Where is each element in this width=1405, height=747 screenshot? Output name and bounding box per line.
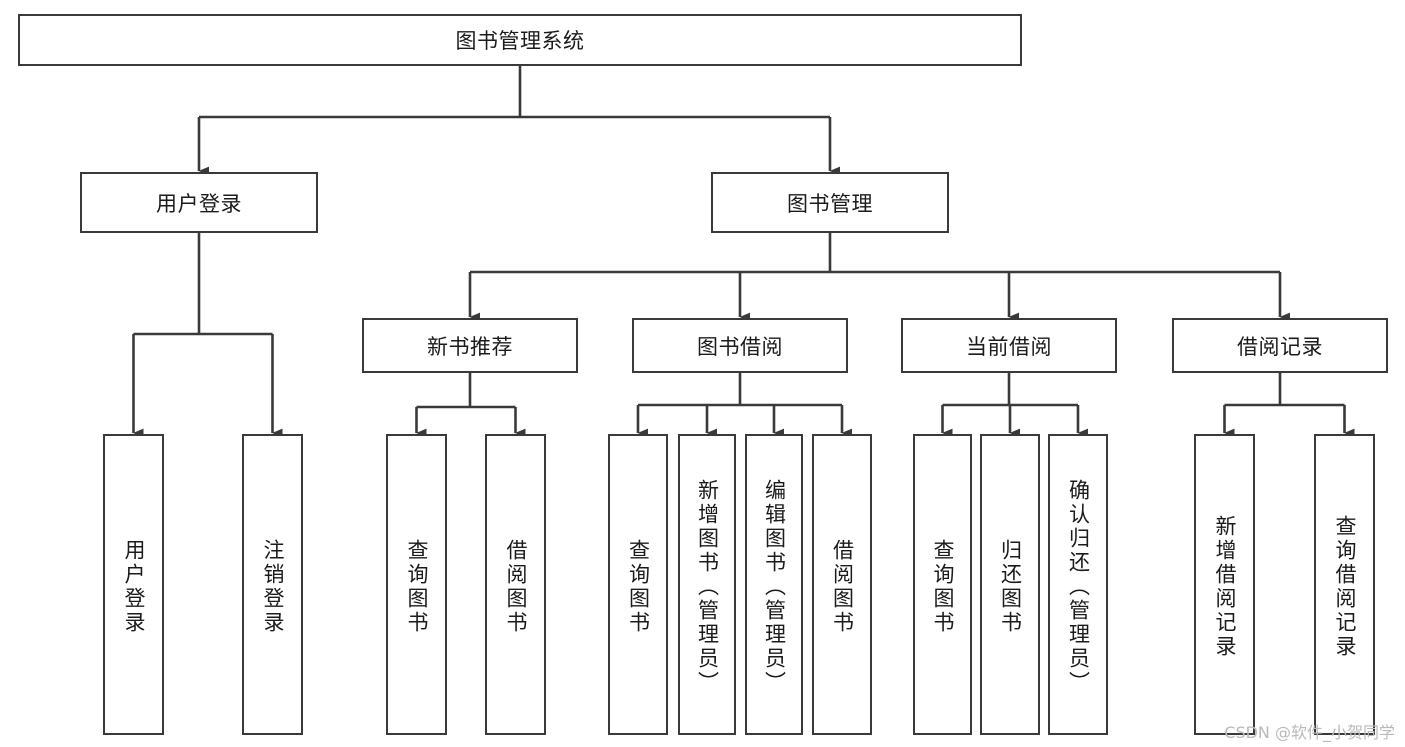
node-label: 确认归还（管理员） — [1066, 478, 1091, 695]
node-label: 新增图书（管理员） — [695, 478, 720, 695]
node-label: 编辑图书（管理员） — [762, 478, 787, 695]
leaf-user-login[interactable]: 用户登录 — [103, 434, 164, 735]
node-book-borrow[interactable]: 图书借阅 — [632, 318, 848, 373]
node-label: 借阅图书 — [830, 538, 855, 635]
leaf-user-logout[interactable]: 注销登录 — [242, 434, 303, 735]
node-root[interactable]: 图书管理系统 — [18, 14, 1022, 66]
node-label: 图书借阅 — [697, 334, 783, 359]
node-label: 用户登录 — [156, 191, 242, 216]
node-label: 新书推荐 — [427, 334, 513, 359]
node-label: 图书管理 — [787, 191, 873, 216]
node-label: 查询借阅记录 — [1333, 514, 1357, 659]
leaf-borrow-book-bb[interactable]: 借阅图书 — [812, 434, 872, 735]
node-new-book-rec[interactable]: 新书推荐 — [362, 318, 578, 373]
leaf-edit-book[interactable]: 编辑图书（管理员） — [745, 434, 803, 735]
node-label: 用户登录 — [122, 538, 146, 635]
leaf-borrow-book-rec[interactable]: 借阅图书 — [485, 434, 546, 735]
node-label: 查询图书 — [405, 538, 429, 635]
leaf-query-book-rec[interactable]: 查询图书 — [386, 434, 447, 735]
leaf-query-book-bb[interactable]: 查询图书 — [608, 434, 668, 735]
leaf-confirm-return[interactable]: 确认归还（管理员） — [1048, 434, 1108, 735]
leaf-query-book-cb[interactable]: 查询图书 — [913, 434, 972, 735]
leaf-add-book[interactable]: 新增图书（管理员） — [678, 434, 736, 735]
node-label: 查询图书 — [931, 538, 955, 635]
node-label: 注销登录 — [261, 538, 285, 635]
leaf-return-book[interactable]: 归还图书 — [980, 434, 1040, 735]
node-label: 借阅记录 — [1237, 334, 1323, 359]
node-label: 查询图书 — [626, 538, 651, 635]
node-label: 图书管理系统 — [455, 29, 585, 53]
leaf-add-record[interactable]: 新增借阅记录 — [1194, 434, 1255, 735]
leaf-query-record[interactable]: 查询借阅记录 — [1314, 434, 1375, 735]
node-borrow-record[interactable]: 借阅记录 — [1172, 318, 1388, 373]
node-label: 当前借阅 — [966, 334, 1052, 359]
node-label: 借阅图书 — [504, 538, 528, 635]
node-label: 新增借阅记录 — [1213, 514, 1237, 659]
node-user-login[interactable]: 用户登录 — [80, 172, 318, 233]
node-book-manage[interactable]: 图书管理 — [711, 172, 949, 233]
node-current-borrow[interactable]: 当前借阅 — [901, 318, 1117, 373]
node-label: 归还图书 — [998, 538, 1023, 635]
